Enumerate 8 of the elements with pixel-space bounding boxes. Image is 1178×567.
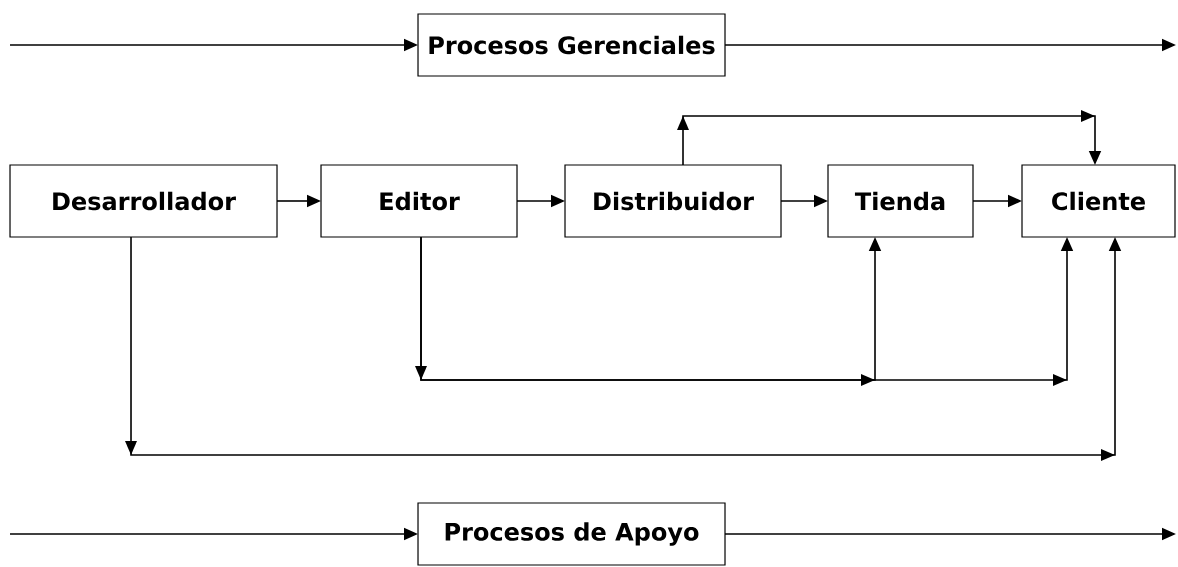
process-box: Tienda (827, 164, 974, 238)
process-box: Procesos Gerenciales (417, 13, 726, 77)
process-box: Cliente (1021, 164, 1176, 238)
process-box: Desarrollador (9, 164, 278, 238)
arrow (677, 110, 1102, 166)
process-box: Distribuidor (564, 164, 782, 238)
process-box: Editor (320, 164, 518, 238)
process-box: Procesos de Apoyo (417, 502, 726, 566)
